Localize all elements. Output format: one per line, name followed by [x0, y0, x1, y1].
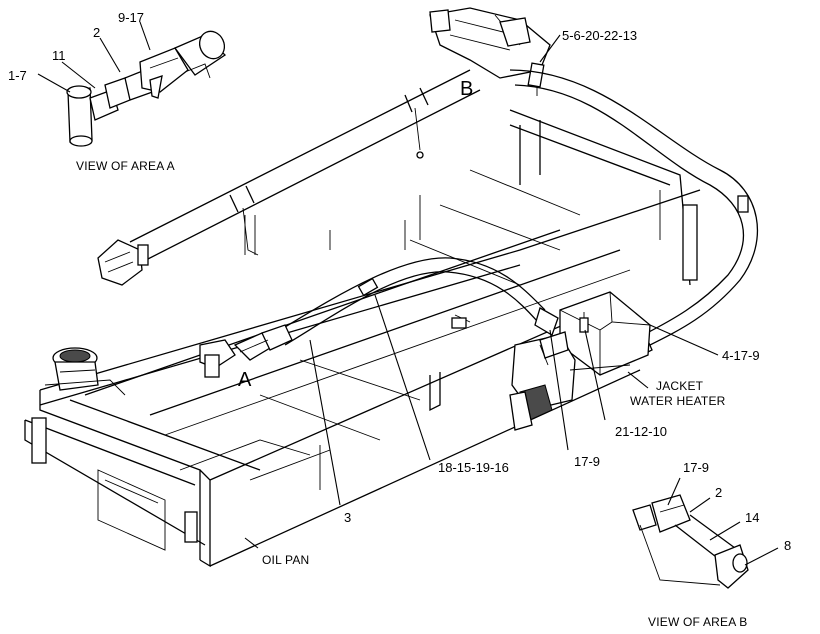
- caption-view-area-a: VIEW OF AREA A: [76, 159, 175, 173]
- area-a-fitting: [199, 324, 293, 378]
- callout-labels: 1-7 11 2 9-17 5-6-20-22-13 4-17-9 21-12-…: [8, 10, 791, 629]
- callout-4-17-9: 4-17-9: [722, 348, 760, 363]
- leader-lines: [37, 21, 779, 566]
- callout-8: 8: [784, 538, 791, 553]
- area-b-fitting: [429, 7, 551, 96]
- engine-base-frame: [24, 109, 701, 568]
- caption-water-heater: WATER HEATER: [630, 394, 726, 408]
- callout-17-9-middle: 17-9: [574, 454, 600, 469]
- callout-11: 11: [52, 48, 66, 63]
- middle-hose: [279, 257, 559, 346]
- callout-5-6-20-22-13: 5-6-20-22-13: [562, 28, 637, 43]
- callout-2-top: 2: [93, 25, 100, 40]
- area-label-b: B: [460, 78, 473, 100]
- upper-tube-assembly: [97, 69, 481, 286]
- left-flange-housing: [44, 347, 126, 396]
- callout-21-12-10: 21-12-10: [615, 424, 667, 439]
- callout-2-area-b: 2: [715, 485, 722, 500]
- callout-17-9-area-b: 17-9: [683, 460, 709, 475]
- callout-1-7: 1-7: [8, 68, 27, 83]
- view-area-b-detail: [632, 494, 749, 589]
- area-label-a: A: [238, 369, 252, 391]
- callout-14: 14: [745, 510, 759, 525]
- caption-jacket: JACKET: [656, 379, 704, 393]
- caption-oil-pan: OIL PAN: [262, 553, 309, 567]
- callout-3: 3: [344, 510, 351, 525]
- callout-9-17: 9-17: [118, 10, 144, 25]
- callout-18-15-19-16: 18-15-19-16: [438, 460, 509, 475]
- caption-view-area-b: VIEW OF AREA B: [648, 615, 748, 629]
- jacket-water-heater: [509, 291, 651, 431]
- view-area-a-detail: [66, 30, 227, 147]
